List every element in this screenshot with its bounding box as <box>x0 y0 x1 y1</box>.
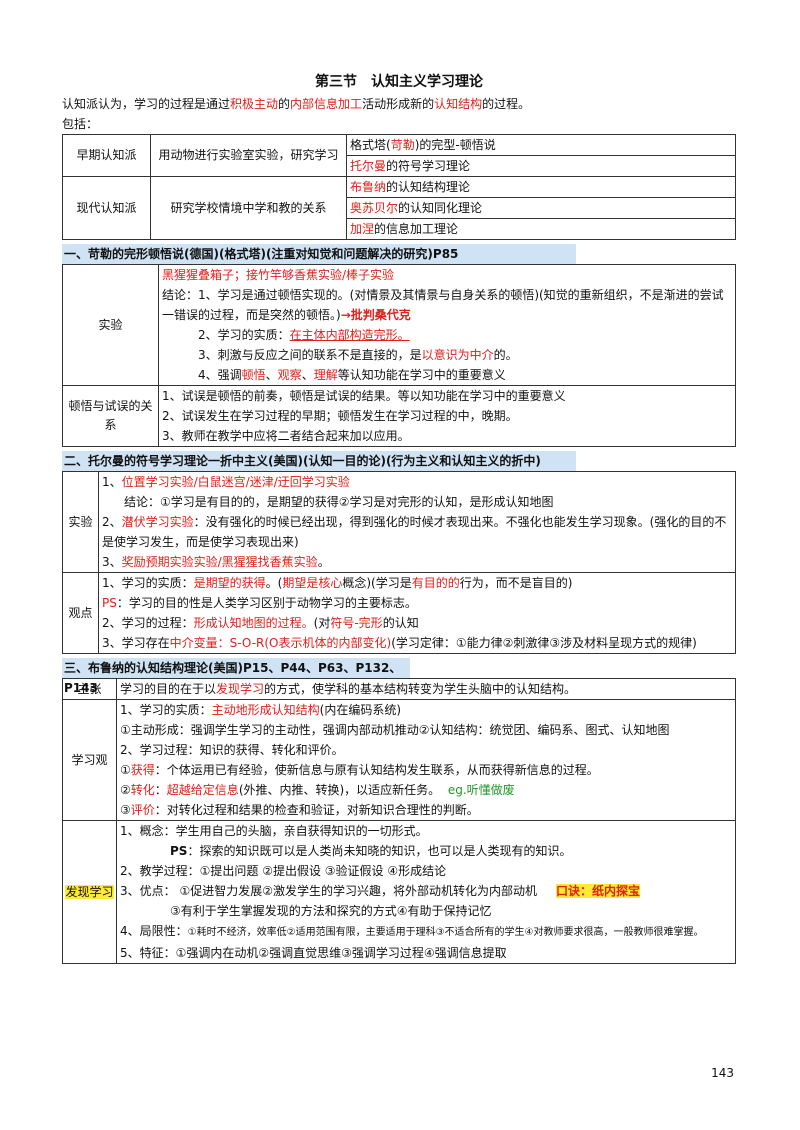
modern-school-desc: 研究学校情境中学和教的关系 <box>150 176 347 240</box>
early-school-desc: 用动物进行实验室实验，研究学习 <box>150 134 347 177</box>
section-2-table: 实验 1、位置学习实验/白鼠迷宫/迷津/迂回学习实验 结论：①学习是有目的的，是… <box>62 471 736 654</box>
keyword-active: 积极主动 <box>230 97 279 111</box>
viewpoint-content: 1、学习的实质：是期望的获得。(期望是核心概念)(学习是有目的的行为，而不是盲目… <box>98 572 736 654</box>
section-1-heading: 一、苛勒的完形顿悟说(德国)(格式塔)(注重对知觉和问题解决的研究)P85 <box>62 244 576 264</box>
modern-theory-1: 布鲁纳的认知结构理论 <box>346 176 736 198</box>
experiment-label: 实验 <box>62 264 159 386</box>
keyword-internal: 内部信息加工 <box>290 97 363 111</box>
document-page: 第三节 认知主义学习理论 认知派认为，学习的过程是通过积极主动的内部信息加工活动… <box>62 70 736 964</box>
keyword-structure: 认知结构 <box>434 97 483 111</box>
intro-text: 的过程。 <box>482 97 531 111</box>
intro-text: 的 <box>278 97 291 111</box>
learning-view-content: 1、学习的实质：主动地形成认知结构(内在编码系统) ①主动形成：强调学生学习的主… <box>116 699 736 821</box>
includes-label: 包括： <box>62 117 99 131</box>
discovery-learning-content: 1、概念：学生用自己的头脑，亲自获得知识的一切形式。 PS：探索的知识既可以是人… <box>116 820 736 964</box>
section-1-table: 实验 黑猩猩叠箱子；接竹竿够香蕉实验/棒子实验 结论：1、学习是通过顿悟实现的。… <box>62 264 736 447</box>
early-school-label: 早期认知派 <box>62 134 151 177</box>
page-number: 143 <box>711 1066 734 1080</box>
learning-view-label: 学习观 <box>62 699 117 821</box>
modern-theory-2: 奥苏贝尔的认知同化理论 <box>346 197 736 219</box>
claim-content: 学习的目的在于以发现学习的方式，使学科的基本结构转变为学生头脑中的认知结构。 <box>116 678 736 700</box>
modern-theory-3: 加涅的信息加工理论 <box>346 218 736 240</box>
viewpoint-label: 观点 <box>62 572 99 654</box>
intro-paragraph: 认知派认为，学习的过程是通过积极主动的内部信息加工活动形成新的认知结构的过程。 <box>62 94 736 114</box>
discovery-learning-label: 发现学习 <box>62 820 117 964</box>
experiment-content: 1、位置学习实验/白鼠迷宫/迷津/迂回学习实验 结论：①学习是有目的的，是期望的… <box>98 471 736 573</box>
section-3-heading: 三、布鲁纳的认知结构理论(美国)P15、P44、P63、P132、P143 <box>62 658 410 695</box>
insight-trial-content: 1、试误是顿悟的前奏，顿悟是试误的结果。等以知功能在学习中的重要意义 2、试误发… <box>158 385 736 447</box>
section-title: 第三节 认知主义学习理论 <box>315 74 483 90</box>
intro-text: 认知派认为，学习的过程是通过 <box>62 97 231 111</box>
experiment-content: 黑猩猩叠箱子；接竹竿够香蕉实验/棒子实验 结论：1、学习是通过顿悟实现的。(对情… <box>158 264 736 386</box>
early-theory-1: 格式塔(苛勒)的完型-顿悟说 <box>346 134 736 156</box>
early-theory-2: 托尔曼的符号学习理论 <box>346 155 736 177</box>
section-3-table: 主张 学习的目的在于以发现学习的方式，使学科的基本结构转变为学生头脑中的认知结构… <box>62 678 736 964</box>
section-2-heading: 二、托尔曼的符号学习理论一折中主义(美国)(认知一目的论)(行为主义和认知主义的… <box>62 451 576 471</box>
modern-school-label: 现代认知派 <box>62 176 151 240</box>
intro-text: 活动形成新的 <box>362 97 435 111</box>
insight-trial-label: 顿悟与试误的关系 <box>62 385 159 447</box>
experiment-label: 实验 <box>62 471 99 573</box>
overview-table: 早期认知派 用动物进行实验室实验，研究学习 格式塔(苛勒)的完型-顿悟说 托尔曼… <box>62 134 736 240</box>
mnemonic-badge: 口诀：纸内探宝 <box>556 884 641 898</box>
